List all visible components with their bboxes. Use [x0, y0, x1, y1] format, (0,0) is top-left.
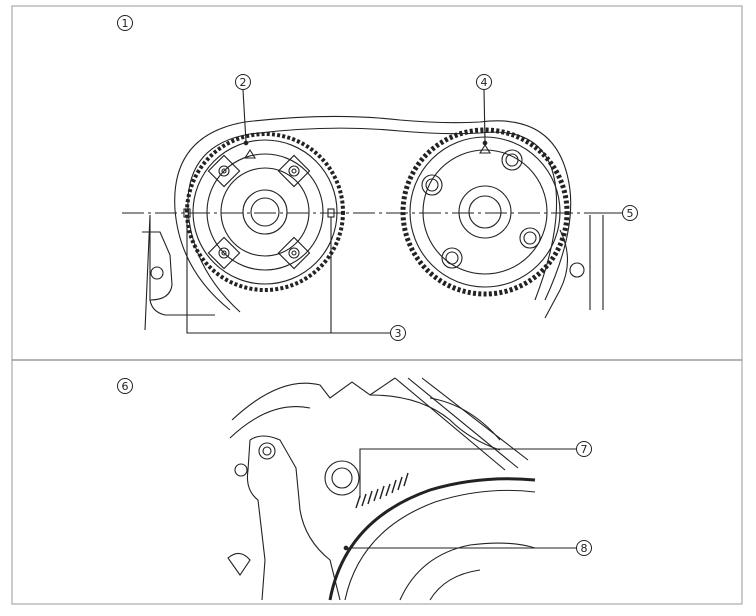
belt-diagonal [394, 377, 529, 471]
callout-6: 6 [117, 378, 133, 394]
leader-7 [359, 448, 576, 498]
callout-3-label: 3 [395, 327, 402, 340]
bolt-right-head [569, 262, 585, 278]
left-sprocket [185, 132, 345, 292]
callout-2: 2 [235, 74, 251, 90]
callout-8: 8 [576, 540, 592, 556]
callout-3: 3 [390, 325, 406, 341]
outer-border [11, 5, 743, 605]
right-sprocket [400, 127, 570, 297]
bolt-boss-small [234, 463, 248, 477]
crank-pulley-outer [328, 477, 536, 601]
head-bracket-left [142, 231, 173, 301]
top-panel [122, 89, 622, 334]
timing-mark-left [244, 148, 256, 159]
callout-7-label: 7 [581, 443, 588, 456]
callout-5: 5 [622, 205, 638, 221]
callout-5-label: 5 [627, 207, 634, 220]
pulley-bolt [324, 460, 360, 496]
bottom-panel [227, 377, 576, 601]
lower-tab [227, 552, 251, 576]
leader-4 [483, 89, 486, 143]
callout-6-label: 6 [122, 380, 129, 393]
block-outline [246, 435, 341, 601]
callout-1-label: 1 [122, 17, 129, 30]
timing-mark-right [479, 143, 491, 154]
head-outline-right [544, 215, 604, 319]
cover-outline [229, 377, 396, 439]
upper-shroud [369, 394, 501, 451]
timing-belt [174, 115, 572, 311]
callout-1: 1 [117, 15, 133, 31]
crank-pulley-inner [344, 489, 536, 601]
callout-4: 4 [476, 74, 492, 90]
leader-3 [186, 217, 390, 334]
leader-2 [242, 89, 247, 143]
callout-7: 7 [576, 441, 592, 457]
bolt-left-head [150, 266, 164, 280]
callout-8-label: 8 [581, 542, 588, 555]
callout-4-label: 4 [481, 76, 488, 89]
timing-belt-inner [187, 127, 558, 313]
timing-scale [355, 472, 409, 509]
crank-pulley-hub [399, 542, 536, 601]
callout-2-label: 2 [240, 76, 247, 89]
bolt-boss-left [258, 442, 276, 460]
